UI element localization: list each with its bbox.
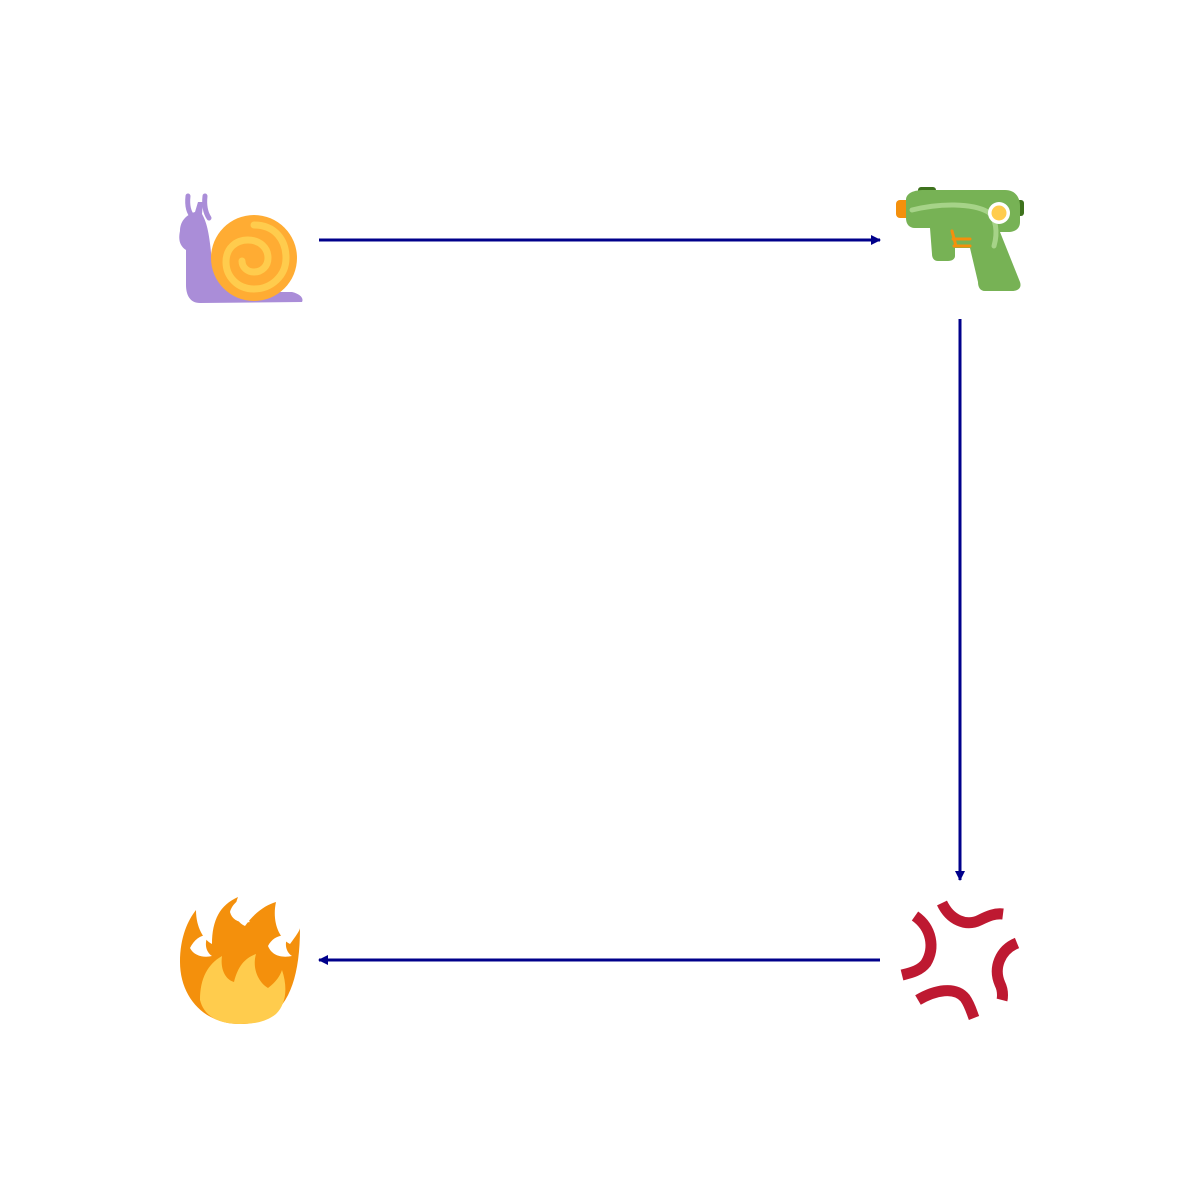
water-pistol-icon bbox=[896, 187, 1024, 291]
fire-icon bbox=[180, 897, 300, 1024]
anger-symbol-icon bbox=[900, 900, 1020, 1021]
snail-icon bbox=[179, 193, 303, 303]
